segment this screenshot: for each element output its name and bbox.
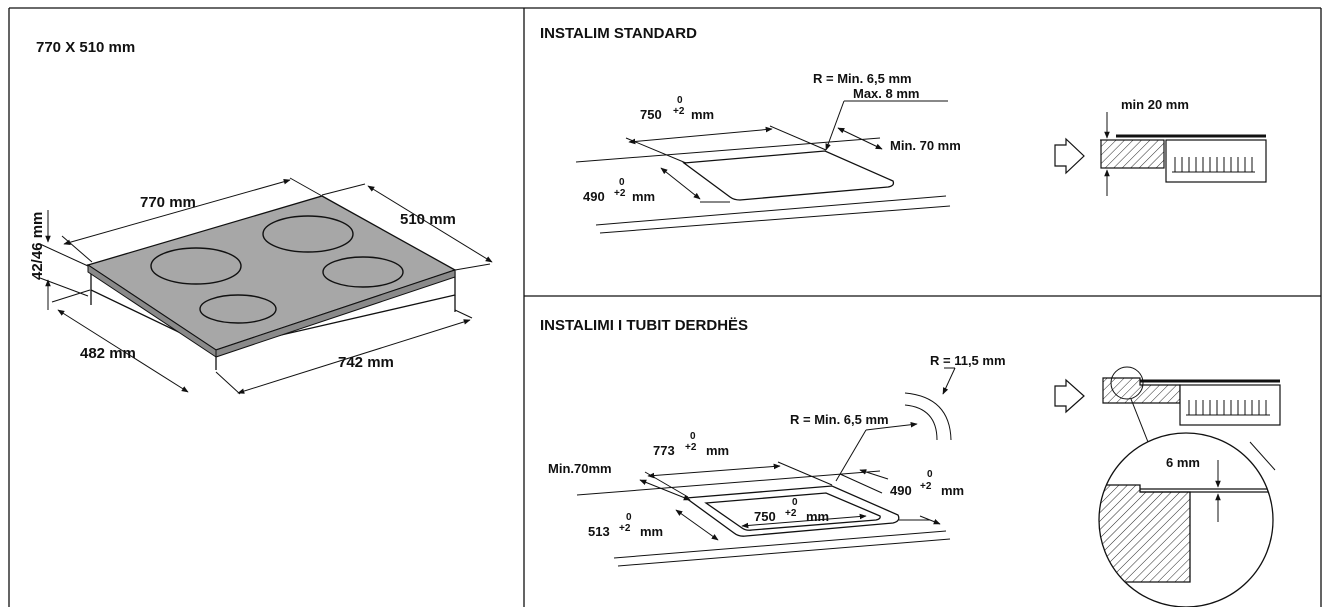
std-depth-unit: mm: [632, 189, 655, 204]
cooking-zone-rear: [262, 215, 354, 253]
flush-outer-width-tol-zero: 0: [690, 431, 696, 442]
std-cross-section: min 20 mm: [1054, 97, 1267, 196]
standard-cutout: [682, 150, 895, 201]
std-direction-arrow-icon: [1054, 137, 1085, 175]
cooking-zone-left: [150, 247, 242, 285]
flush-panel: INSTALIMI I TUBIT DERDHËS R = 11,5 mm R …: [540, 317, 1281, 608]
standard-panel-title: INSTALIM STANDARD: [540, 25, 697, 42]
hob-height-label: 42/46 mm: [29, 212, 46, 280]
flush-dim-line-edge: [639, 479, 691, 501]
flush-inner-width-tol: +2: [785, 508, 797, 519]
std-hob-fins: [1172, 157, 1255, 173]
hob-body-width-label: 742 mm: [338, 354, 394, 371]
std-depth-tol: +2: [614, 188, 626, 199]
std-width-unit: mm: [691, 107, 714, 122]
standard-panel: INSTALIM STANDARD 750 0 +2 mm 490 0 +2 m…: [540, 25, 1267, 234]
flush-outer-depth-tol: +2: [619, 523, 631, 534]
std-dim-line-depth: [660, 167, 701, 200]
flush-inner-width-unit: mm: [806, 509, 829, 524]
cooking-zone-right: [322, 256, 404, 288]
flush-cross-section: [1054, 366, 1281, 471]
flush-inner-depth-value: 490: [890, 483, 912, 498]
flush-inner-depth-tol-zero: 0: [927, 469, 933, 480]
svg-text:750: 750: [640, 107, 662, 122]
dim-line-body-width: [237, 319, 471, 394]
std-width-value: 750: [640, 107, 662, 122]
std-depth-tol-zero: 0: [619, 177, 625, 188]
std-dim-line-width: [628, 126, 773, 145]
std-edge-min-label: Min. 70 mm: [890, 138, 961, 153]
flush-inner-width-value: 750: [754, 509, 776, 524]
frame: [8, 7, 1322, 607]
std-dim-line-edge: [837, 127, 883, 150]
hob-panel-title: 770 X 510 mm: [36, 39, 135, 56]
flush-outer-depth-unit: mm: [640, 524, 663, 539]
flush-outer-radius-label: R = 11,5 mm: [930, 353, 1006, 368]
flush-inner-depth-tol: +2: [920, 481, 932, 492]
flush-outer-depth-tol-zero: 0: [626, 512, 632, 523]
flush-dim-line-inner-width: [741, 513, 867, 529]
flush-dim-line-outer-width: [647, 463, 781, 479]
dim-line-depth: [367, 185, 493, 263]
detail-marker-circle: [1110, 366, 1144, 400]
dim-line-body-depth: [57, 309, 189, 393]
flush-outer-width-tol: +2: [685, 442, 697, 453]
std-depth-value: 490: [583, 189, 605, 204]
flush-inner-radius-label: R = Min. 6,5 mm: [790, 412, 889, 427]
cooking-zone-front: [199, 294, 277, 324]
flush-direction-arrow-icon: [1054, 378, 1085, 414]
flush-detail-magnified: 6 mm: [1098, 432, 1274, 608]
std-thickness-label: min 20 mm: [1121, 97, 1189, 112]
hob-panel: 770 X 510 mm 770 mm 510 mm 42/46 mm: [29, 39, 493, 395]
std-width-tol: +2: [673, 106, 685, 117]
hob-body-depth-label: 482 mm: [80, 345, 136, 362]
flush-edge-min-label: Min.70mm: [548, 461, 612, 476]
std-worktop-section: [1100, 139, 1165, 169]
std-radius-max-label: Max. 8 mm: [853, 86, 919, 101]
flush-inner-depth-unit: mm: [941, 483, 964, 498]
dim-line-width: [63, 179, 291, 245]
std-radius-min-label: R = Min. 6,5 mm: [813, 71, 912, 86]
hob-width-label: 770 mm: [140, 194, 196, 211]
flush-inner-width-tol-zero: 0: [792, 497, 798, 508]
flush-outer-depth-value: 513: [588, 524, 610, 539]
hob-depth-label: 510 mm: [400, 211, 456, 228]
flush-rebate-depth-label: 6 mm: [1166, 455, 1200, 470]
flush-outer-width-value: 773: [653, 443, 675, 458]
flush-dim-line-outer-depth: [675, 509, 719, 541]
std-width-tol-zero: 0: [677, 95, 683, 106]
flush-hob-fins: [1186, 400, 1270, 416]
flush-outer-width-unit: mm: [706, 443, 729, 458]
flush-panel-title: INSTALIMI I TUBIT DERDHËS: [540, 317, 748, 334]
